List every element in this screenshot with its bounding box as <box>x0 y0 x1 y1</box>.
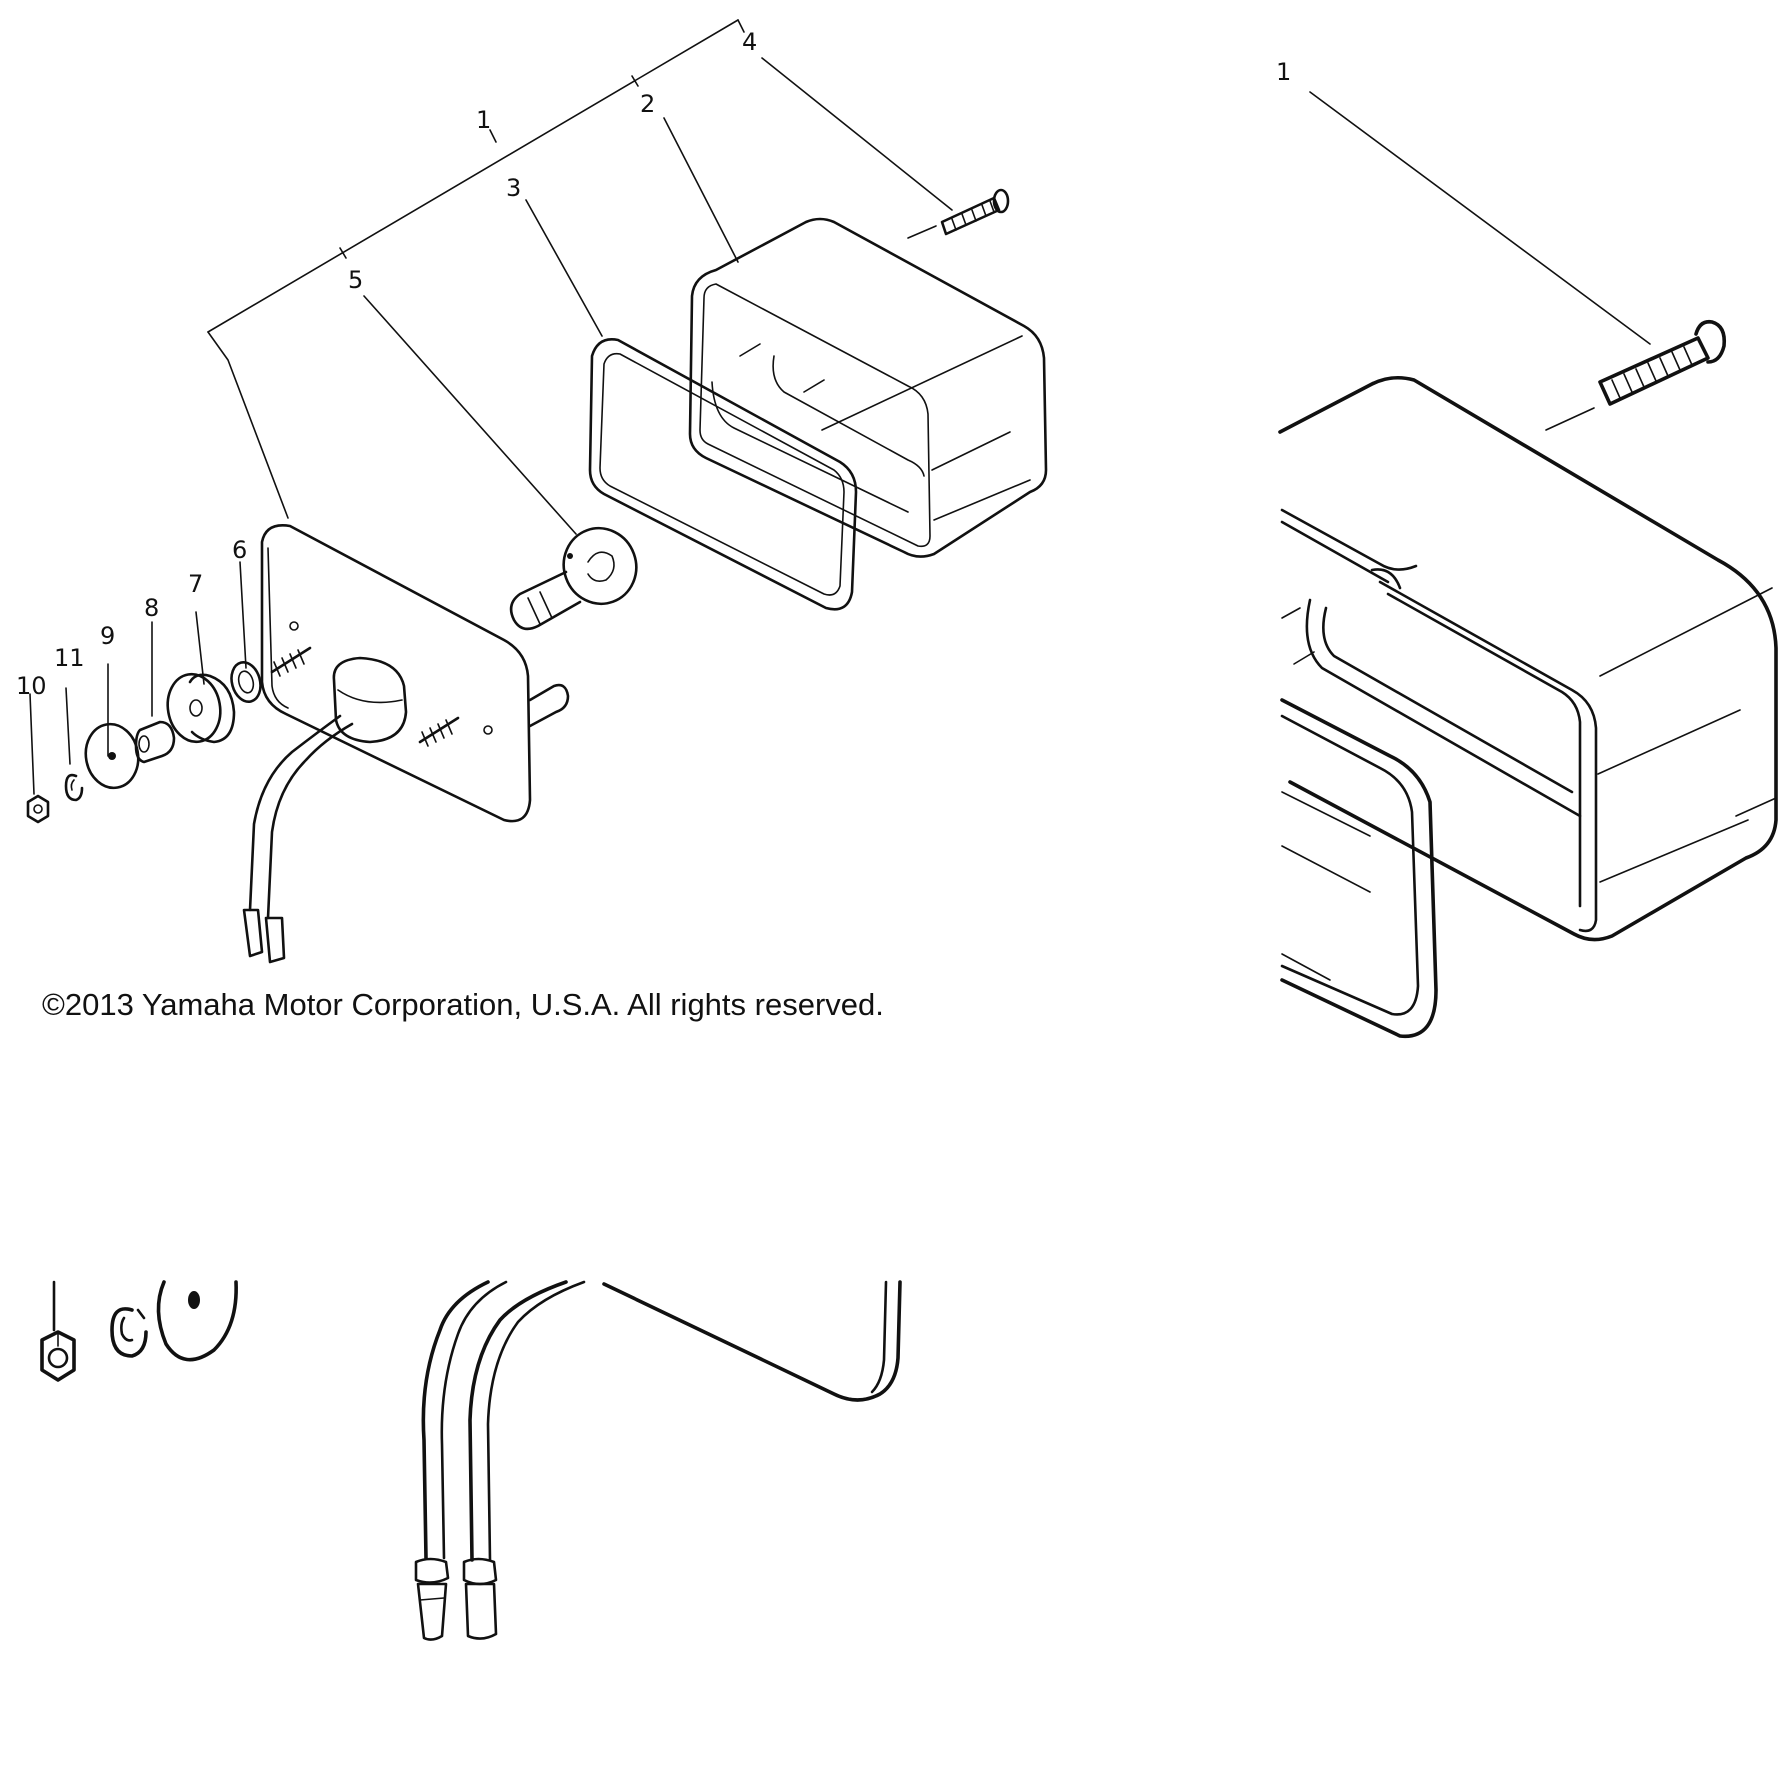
callout-8: 8 <box>144 594 159 622</box>
plate-washer-part-9 <box>84 722 140 790</box>
zoom-plate-washer <box>156 1280 238 1362</box>
main-view: 1 2 3 4 5 6 7 8 9 11 10 <box>16 19 1048 964</box>
callout-4: 4 <box>742 28 757 56</box>
callout-6: 6 <box>232 536 247 564</box>
leader-lines <box>29 57 953 795</box>
callout-9: 9 <box>100 622 115 650</box>
callout-2: 2 <box>640 90 655 118</box>
copyright-notice: ©2013 Yamaha Motor Corporation, U.S.A. A… <box>42 987 884 1022</box>
nut-part-10 <box>26 794 50 824</box>
bulb-part-5 <box>509 526 638 631</box>
base-plate-part-1 <box>242 524 570 964</box>
zoom-connector-left <box>414 1557 450 1641</box>
zoom-inset-lens: 1 <box>1276 58 1778 1039</box>
zoom-inset-hardware <box>40 1280 238 1382</box>
zoom-lock-washer <box>110 1307 148 1358</box>
zoom-inset-wires <box>414 1280 902 1641</box>
screw-part-4 <box>940 188 1010 236</box>
lock-washer-part-11 <box>64 773 84 802</box>
callout-11: 11 <box>54 644 85 672</box>
zoom-connector-right <box>462 1557 498 1640</box>
callout-3: 3 <box>506 174 521 202</box>
lens-part-2 <box>688 217 1048 558</box>
callout-1: 1 <box>476 106 491 134</box>
collar-part-8 <box>134 720 176 764</box>
callout-10: 10 <box>16 672 47 700</box>
callout-7: 7 <box>188 570 203 598</box>
gasket-part-3 <box>588 338 858 611</box>
washer-part-6 <box>230 661 262 703</box>
callout-5: 5 <box>348 266 363 294</box>
group-bracket-lines <box>207 19 745 519</box>
zoom-callout-1: 1 <box>1276 58 1291 86</box>
grommet-part-7 <box>166 672 236 744</box>
callout-labels: 1 2 3 4 5 6 7 8 9 11 10 <box>16 28 757 700</box>
zoom-nut <box>40 1330 76 1382</box>
small-parts <box>26 661 262 824</box>
zoom-screw <box>1598 319 1727 406</box>
